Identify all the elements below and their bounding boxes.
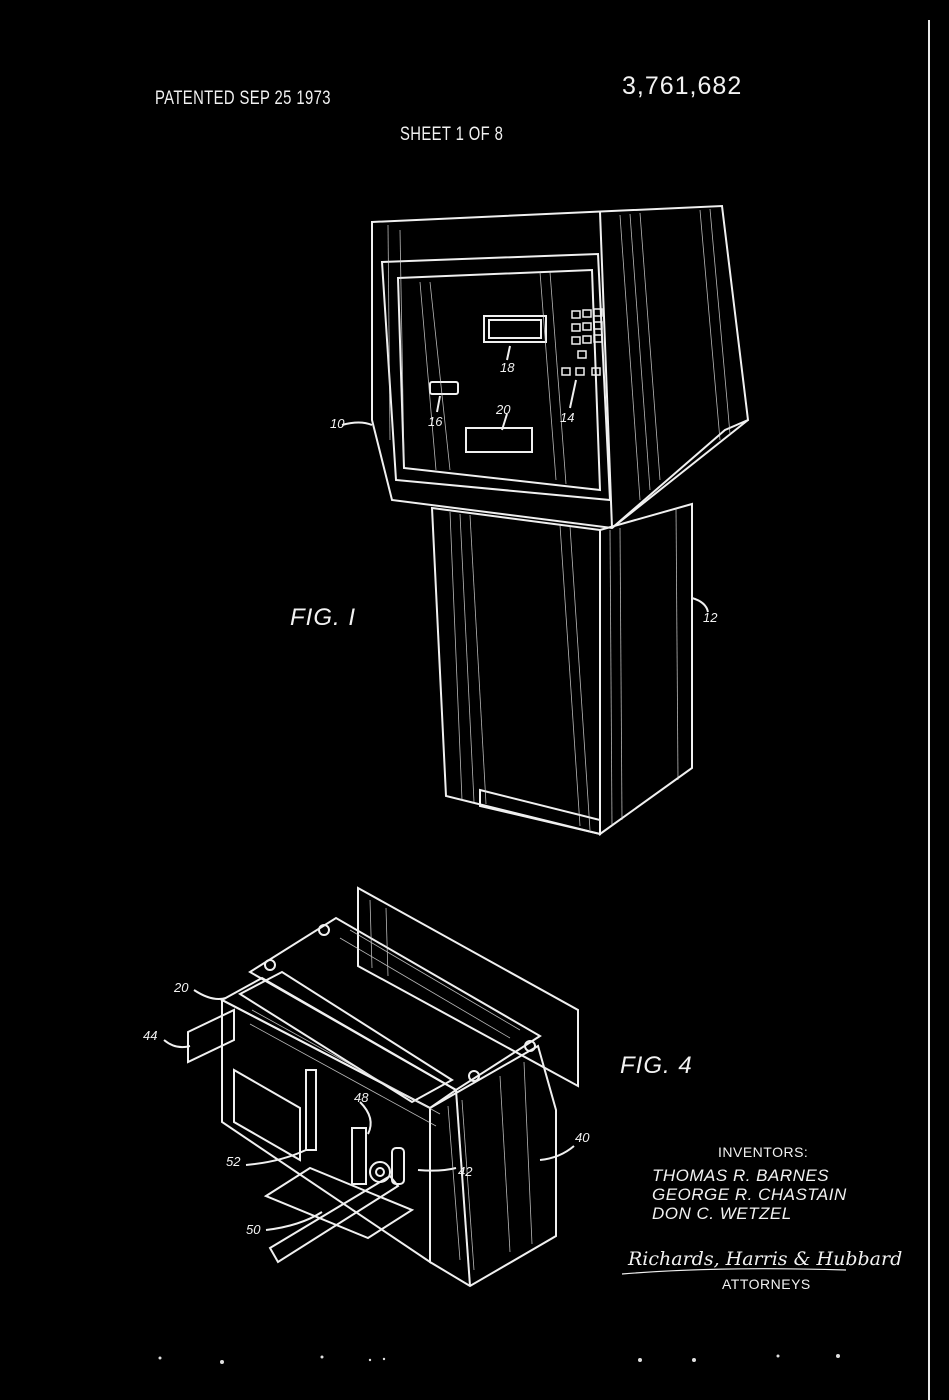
sheet-number: SHEET 1 OF 8 <box>400 124 504 145</box>
fig1-ref-14: 14 <box>560 410 575 425</box>
fig4-ref-44: 44 <box>143 1028 158 1043</box>
fig4-ref-50: 50 <box>246 1222 261 1237</box>
fig1-ref-18: 18 <box>500 360 515 375</box>
fig1-ref-20: 20 <box>496 402 511 417</box>
inventor-name: THOMAS R. BARNES <box>652 1166 830 1185</box>
fig1-label: FIG. I <box>290 604 356 631</box>
fig1-ref-12: 12 <box>703 610 718 625</box>
fig4-ref-20: 20 <box>174 980 189 995</box>
fig4-ref-48: 48 <box>354 1090 369 1105</box>
fig4-ref-42: 42 <box>458 1164 473 1179</box>
patented-date: PATENTED SEP 25 1973 <box>155 88 331 109</box>
fig1-ref-10: 10 <box>330 416 345 431</box>
attorneys-label: ATTORNEYS <box>722 1276 811 1292</box>
patent-number: 3,761,682 <box>622 72 743 100</box>
attorney-signature: Richards, Harris & Hubbard <box>628 1248 903 1270</box>
fig4-ref-40: 40 <box>575 1130 590 1145</box>
inventors-heading: INVENTORS: <box>718 1144 809 1160</box>
inventor-name: GEORGE R. CHASTAIN <box>652 1185 847 1204</box>
fig4-label: FIG. 4 <box>620 1052 693 1079</box>
inventor-name: DON C. WETZEL <box>652 1204 792 1223</box>
fig4-ref-52: 52 <box>226 1154 241 1169</box>
fig1-ref-16: 16 <box>428 414 443 429</box>
